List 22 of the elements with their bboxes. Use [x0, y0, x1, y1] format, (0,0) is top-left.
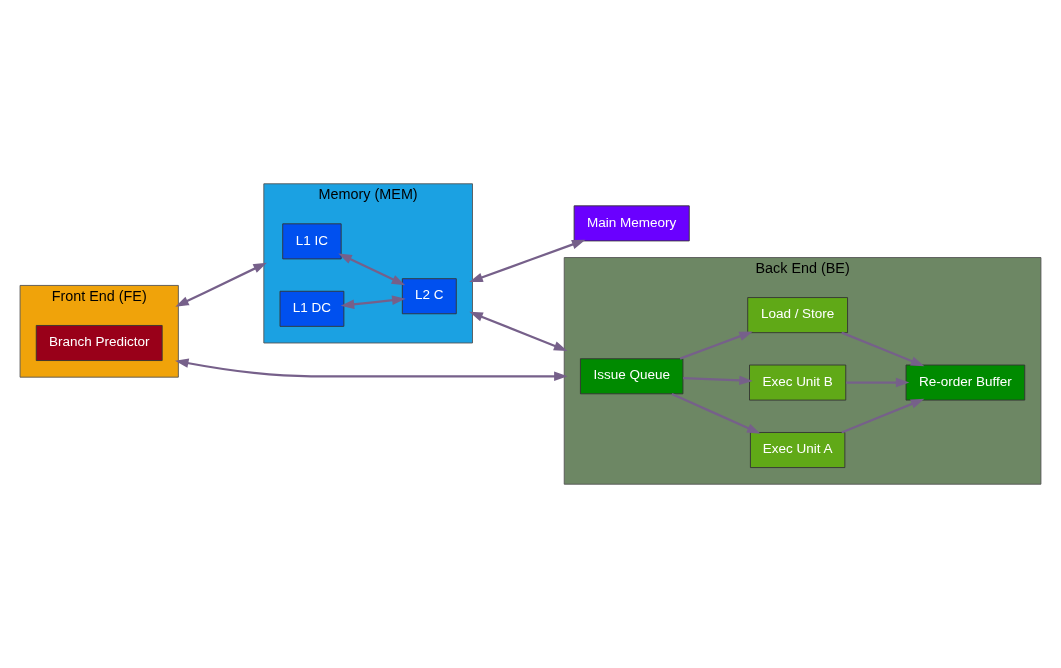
- arrow: [469, 239, 586, 283]
- arrow: [679, 331, 753, 360]
- node-box: Issue Queue: [579, 358, 684, 395]
- node-box: L1 DC: [279, 290, 345, 327]
- arrow: [671, 392, 761, 434]
- arrow: [683, 375, 753, 386]
- node-box: Load / Store: [747, 297, 848, 334]
- arrow: [846, 377, 910, 388]
- arrow: [469, 311, 568, 351]
- node-box: Branch Predictor: [35, 325, 163, 361]
- arrow: [340, 295, 406, 310]
- arrow: [175, 358, 568, 381]
- arrow: [338, 253, 406, 286]
- node-box: Exec Unit B: [749, 364, 847, 401]
- node-box: Re-order Buffer: [905, 364, 1026, 401]
- arrow: [175, 262, 267, 307]
- node-box: L1 IC: [282, 223, 342, 260]
- node-box: Main Memeory: [573, 205, 690, 242]
- node-box: Exec Unit A: [749, 432, 846, 468]
- arrow: [841, 331, 925, 367]
- arrow: [841, 398, 925, 434]
- node-box: L2 C: [401, 278, 457, 315]
